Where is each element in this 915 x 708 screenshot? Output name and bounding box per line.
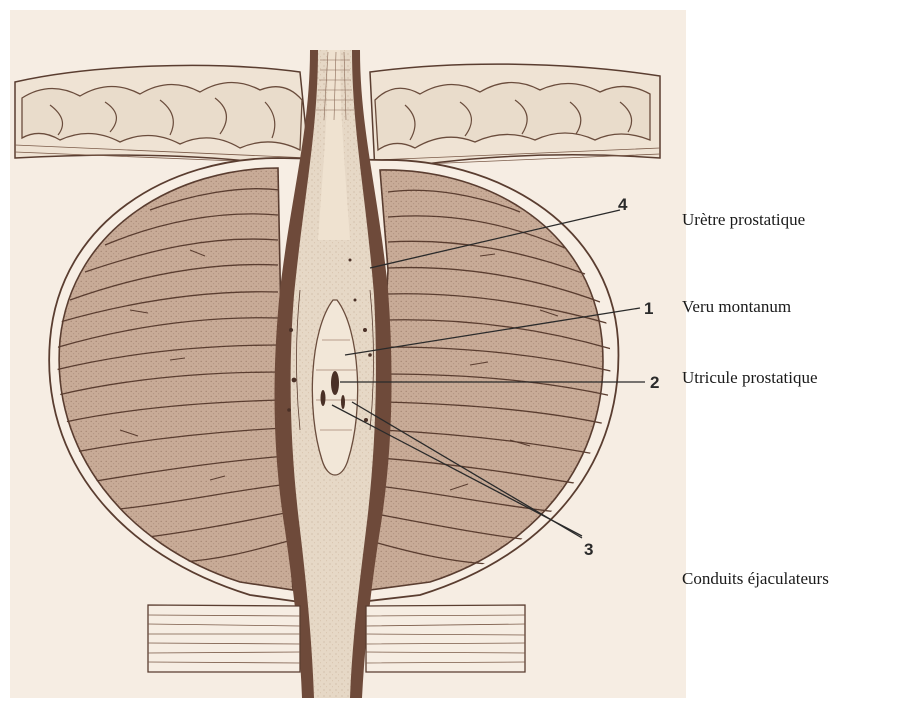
legend-label-prostatic-utricle: Utricule prostatique [682,368,818,388]
bladder-wall-right [370,64,660,172]
callout-number-4: 4 [618,195,628,214]
callout-number-1: 1 [644,299,653,318]
legend-label-veru-montanum: Veru montanum [682,297,791,317]
callout-number-2: 2 [650,373,659,392]
legend-label-ejaculatory-ducts: Conduits éjaculateurs [682,569,829,589]
legend: Urètre prostatique Veru montanum Utricul… [682,0,915,708]
legend-label-prostatic-urethra: Urètre prostatique [682,210,805,230]
callout-number-3: 3 [584,540,593,559]
prostate-illustration: 4 1 2 3 [10,10,686,698]
bladder-wall-left [15,65,310,170]
prostate-drawing: 4 1 2 3 [10,10,686,698]
